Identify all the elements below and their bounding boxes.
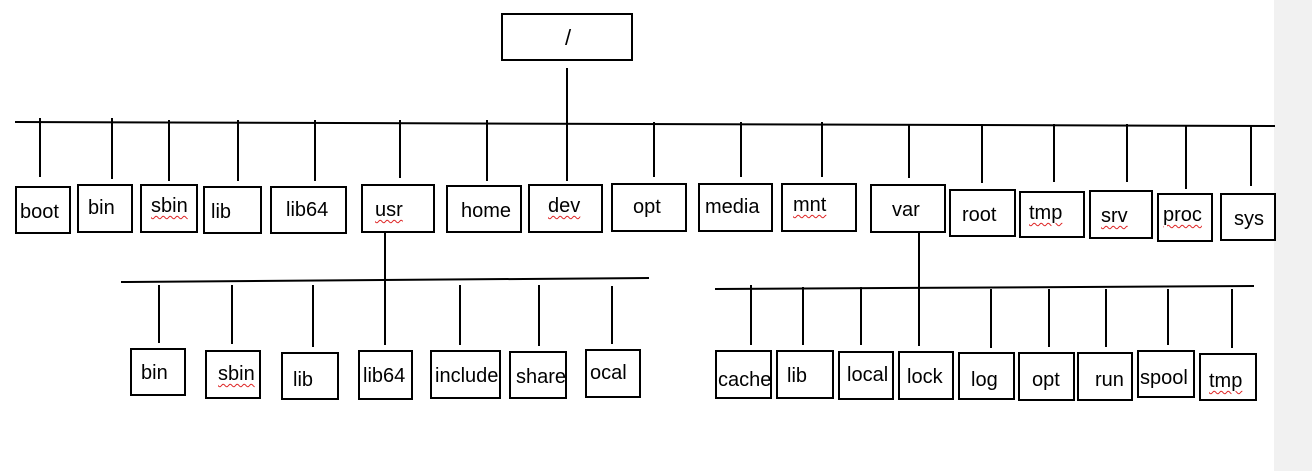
node-label: local (847, 364, 889, 386)
node-var-lib: lib (776, 350, 834, 399)
node-label: opt (633, 196, 661, 218)
node-var-log: log (958, 352, 1015, 400)
node-label: bin (141, 362, 168, 384)
node-label: log (971, 369, 998, 391)
node-label: / (565, 25, 572, 50)
node-label: tmp (1029, 202, 1063, 224)
node-label: run (1095, 369, 1124, 391)
node-top-home: home (446, 185, 522, 233)
node-top-lib64: lib64 (270, 186, 347, 234)
node-label: proc (1163, 204, 1202, 226)
node-top-opt: opt (611, 183, 687, 232)
top-bus (14, 121, 1276, 127)
node-label: var (892, 199, 920, 221)
node-usr-bin: bin (130, 348, 186, 396)
node-label: usr (375, 199, 403, 221)
node-label: share (516, 366, 567, 388)
node-label: tmp (1209, 370, 1243, 392)
node-label: lock (907, 366, 943, 388)
node-label: lib64 (363, 365, 406, 387)
page-edge (1274, 0, 1312, 471)
node-var-run: run (1077, 352, 1133, 401)
node-label: ocal (590, 362, 627, 384)
node-top-var: var (870, 184, 946, 233)
node-label: lib (787, 365, 808, 387)
node-label: dev (548, 195, 581, 217)
node-label: lib64 (286, 199, 329, 221)
node-root: / (501, 13, 633, 61)
node-var-tmp: tmp (1199, 353, 1257, 401)
node-label: spool (1140, 367, 1188, 389)
node-top-lib: lib (203, 186, 262, 234)
node-usr-lib64: lib64 (358, 350, 413, 400)
node-var-local: local (838, 351, 894, 400)
node-usr-ocal: ocal (585, 349, 641, 398)
node-top-usr: usr (361, 184, 435, 233)
node-top-root: root (949, 189, 1016, 237)
node-var-spool: spool (1137, 350, 1195, 398)
node-usr-lib: lib (281, 352, 339, 400)
node-label: mnt (793, 194, 827, 216)
node-usr-share: share (509, 351, 567, 399)
node-label: sys (1234, 208, 1264, 230)
node-label: sbin (218, 363, 255, 385)
var-bus (714, 285, 1255, 290)
node-label: cache (718, 369, 772, 391)
node-top-bin: bin (77, 184, 133, 233)
node-label: root (962, 204, 997, 226)
node-top-media: media (698, 183, 773, 232)
node-top-sbin: sbin (140, 184, 198, 233)
node-label: opt (1032, 369, 1060, 391)
node-top-boot: boot (15, 186, 71, 234)
node-top-mnt: mnt (781, 183, 857, 232)
node-top-dev: dev (528, 184, 603, 233)
node-label: include (435, 365, 499, 387)
node-usr-sbin: sbin (205, 350, 261, 399)
node-label: srv (1101, 205, 1128, 227)
node-top-proc: proc (1157, 193, 1213, 242)
node-top-srv: srv (1089, 190, 1153, 239)
node-label: boot (20, 201, 59, 223)
node-label: media (705, 196, 760, 218)
node-label: home (461, 200, 512, 222)
node-var-opt: opt (1018, 352, 1075, 401)
node-label: bin (88, 197, 115, 219)
node-label: lib (211, 201, 232, 223)
node-label: lib (293, 369, 314, 391)
node-top-sys: sys (1220, 193, 1276, 241)
node-label: sbin (151, 195, 188, 217)
node-top-tmp: tmp (1019, 191, 1085, 238)
node-usr-include: include (430, 350, 501, 399)
node-var-cache: cache (715, 350, 772, 399)
node-var-lock: lock (898, 351, 954, 400)
